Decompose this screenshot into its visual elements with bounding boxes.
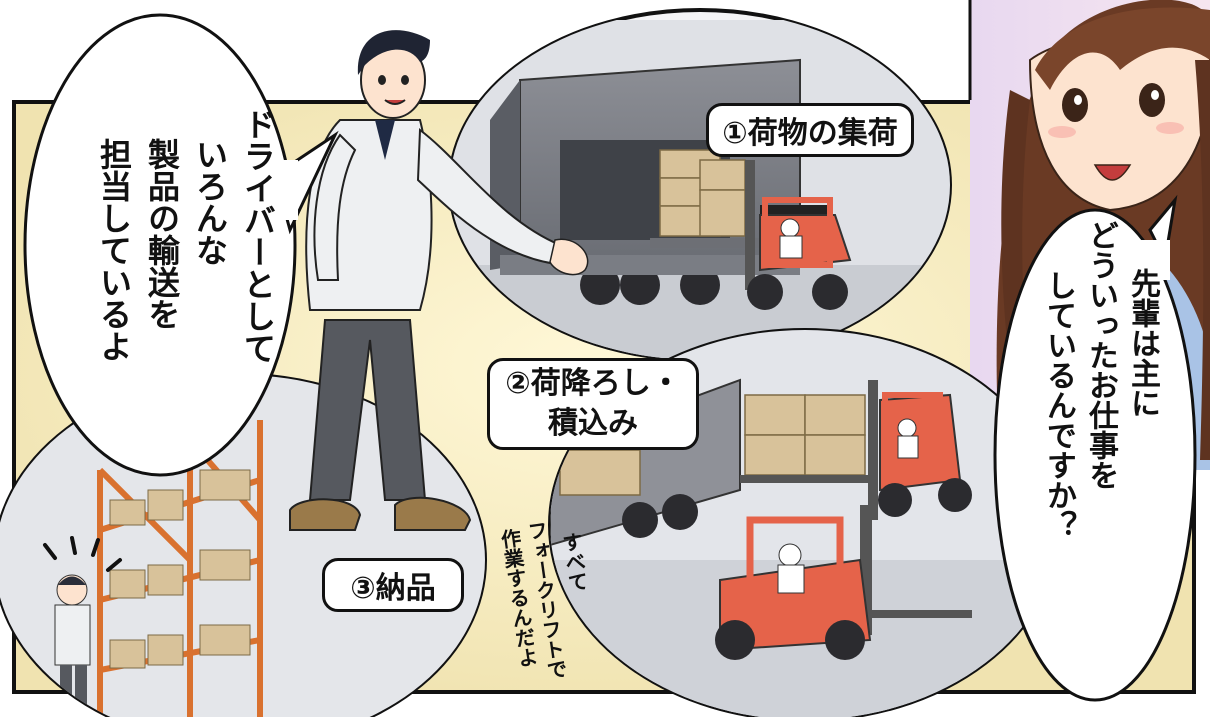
- speech-bubble-man: [23, 13, 339, 477]
- speech-woman-line2: どういったお仕事を: [1083, 220, 1118, 490]
- speech-man-line4: 担当しているよ: [95, 138, 133, 362]
- label-pickup: ①荷物の集荷: [706, 103, 914, 157]
- forklift-low: [715, 505, 972, 660]
- speech-woman-line3: しているんですか？: [1041, 270, 1076, 540]
- male-driver: [289, 30, 589, 531]
- speech-man-line2: いろんな: [191, 138, 229, 266]
- forklift-mid: [740, 380, 972, 520]
- surprise-lines: [43, 536, 122, 572]
- speech-man-line1: ドライバーとして: [239, 108, 277, 364]
- label-unloading-line1: ②荷降ろし・: [505, 366, 681, 401]
- label-delivery: ③納品: [322, 558, 464, 612]
- forklift-top: [745, 160, 852, 310]
- speech-woman-line1: 先輩は主に: [1125, 268, 1160, 418]
- label-unloading: ②荷降ろし・ 積込み: [487, 358, 699, 450]
- label-unloading-line2: 積込み: [548, 406, 638, 441]
- speech-man-line3: 製品の輸送を: [143, 138, 181, 330]
- speech-bubble-woman: [993, 194, 1197, 702]
